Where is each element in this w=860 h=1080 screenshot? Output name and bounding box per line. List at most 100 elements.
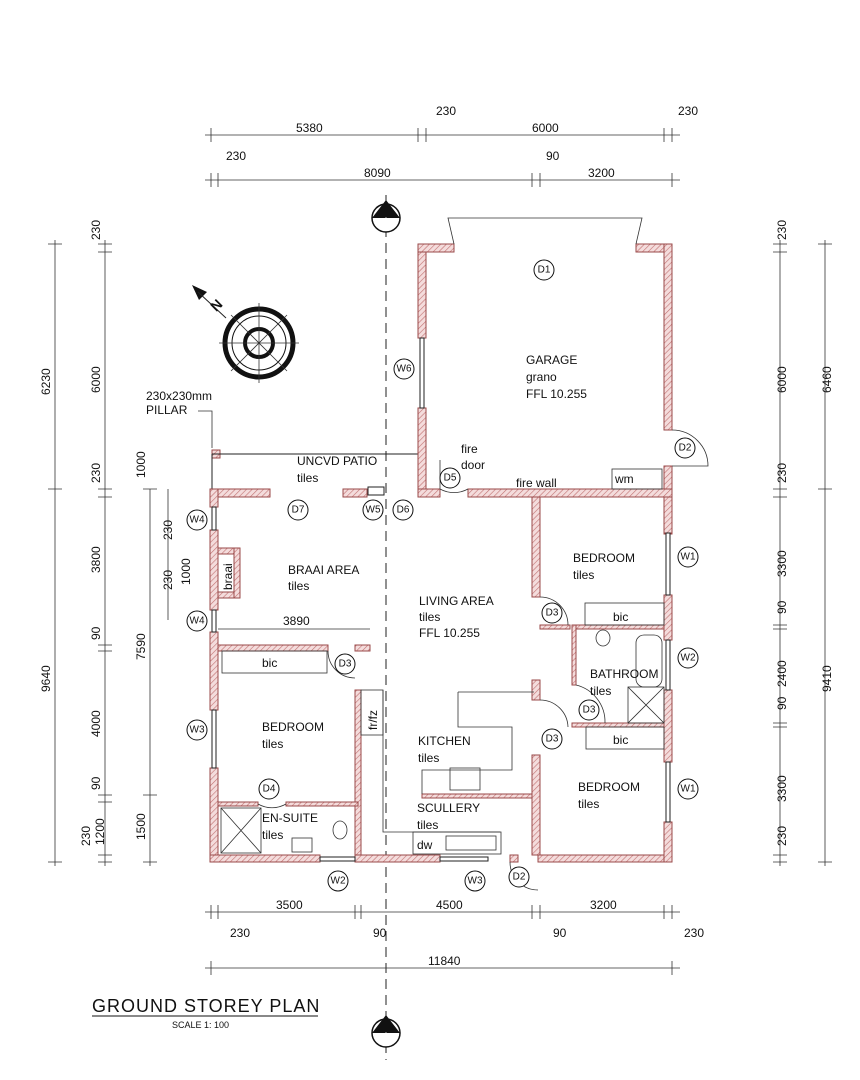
door-window-tag: W2 [681, 653, 696, 664]
plan-notes: fire door fire wall wm bic bic bic braai… [221, 442, 634, 852]
tag-circle [186, 509, 208, 531]
patio-outline [211, 449, 418, 489]
dim-label: 230 [89, 463, 103, 483]
patio-finish: tiles [297, 471, 318, 485]
living-area-finish: tiles [419, 610, 440, 624]
compass-rose-icon [219, 303, 299, 383]
dim-3890: 3890 [283, 614, 310, 628]
dim-label: 3200 [590, 898, 617, 912]
dim-label: 5380 [296, 121, 323, 135]
door-window-tag: D5 [444, 473, 457, 484]
tag-circle [186, 610, 208, 632]
fittings [218, 468, 665, 855]
dim-label: 90 [553, 926, 567, 940]
bedroom-ne-finish: tiles [573, 568, 594, 582]
door-window-tag: W2 [331, 876, 346, 887]
bathroom-name: BATHROOM [590, 667, 658, 681]
dim-label: 8090 [364, 166, 391, 180]
dim-label: 230 [775, 463, 789, 483]
door-window-tag: D3 [339, 659, 352, 670]
dim-label: 4000 [89, 710, 103, 737]
door-window-tag: W3 [190, 725, 205, 736]
plan-scale: SCALE 1: 100 [172, 1020, 229, 1030]
door-window-tag: D3 [546, 734, 559, 745]
door-window-tag: W4 [190, 616, 205, 627]
dim-label: 3500 [276, 898, 303, 912]
dim-label: 6230 [39, 368, 53, 395]
fire-door-note: fire [461, 442, 478, 456]
bedroom-ne-name: BEDROOM [573, 551, 635, 565]
living-area-ffl: FFL 10.255 [419, 626, 480, 640]
dim-label: 230 [684, 926, 704, 940]
tag-circle [258, 778, 280, 800]
door-window-tag: W4 [190, 515, 205, 526]
door-window-tag: W1 [681, 552, 696, 563]
washing-machine-note: wm [614, 472, 634, 486]
dim-label: 230 [230, 926, 250, 940]
svg-text:N: N [207, 296, 225, 314]
patio-name: UNCVD PATIO [297, 454, 377, 468]
door-window-tag: D7 [292, 505, 305, 516]
door-window-tag: W3 [468, 876, 483, 887]
tag-circle [674, 437, 696, 459]
tag-circle [533, 259, 555, 281]
dim-label: 6000 [775, 366, 789, 393]
garage-finish: grano [526, 370, 557, 384]
door-window-tag: D2 [513, 872, 526, 883]
door-window-tag: D2 [679, 443, 692, 454]
dim-label: 90 [89, 776, 103, 790]
tag-circle [578, 699, 600, 721]
bedroom-w-name: BEDROOM [262, 720, 324, 734]
section-marker-top: A [371, 200, 401, 233]
bedroom-se-name: BEDROOM [578, 780, 640, 794]
tag-circle [392, 499, 414, 521]
dim-label: 3200 [588, 166, 615, 180]
scullery-finish: tiles [417, 818, 438, 832]
scullery-name: SCULLERY [417, 801, 480, 815]
kitchen-name: KITCHEN [418, 734, 471, 748]
dim-label: 4500 [436, 898, 463, 912]
door-window-tag: W6 [397, 364, 412, 375]
section-marker-bottom: A [371, 1015, 401, 1048]
dim-label: 1500 [134, 813, 148, 840]
door-window-tag: D3 [546, 608, 559, 619]
bic-ne: bic [613, 610, 628, 624]
dim-label: 6000 [89, 366, 103, 393]
pillar-size-note: 230x230mm [146, 389, 212, 403]
dim-label: 230 [226, 149, 246, 163]
dim-label: 230 [161, 570, 175, 590]
plan-title: GROUND STOREY PLAN [92, 996, 320, 1016]
bedroom-se-finish: tiles [578, 797, 599, 811]
dim-label: 3800 [89, 546, 103, 573]
tag-circle [677, 778, 699, 800]
tag-circle [464, 870, 486, 892]
dishwasher-note: dw [417, 838, 433, 852]
living-area-name: LIVING AREA [419, 594, 494, 608]
tag-circle [186, 719, 208, 741]
dim-label: 6000 [532, 121, 559, 135]
fire-wall-note: fire wall [516, 476, 557, 490]
dim-label: 230 [89, 220, 103, 240]
tag-circle [287, 499, 309, 521]
tag-circle [327, 870, 349, 892]
room-labels: GARAGE grano FFL 10.255 UNCVD PATIO tile… [262, 353, 658, 842]
dim-label: 230 [678, 104, 698, 118]
braai-note: braai [221, 563, 235, 590]
ensuite-finish: tiles [262, 828, 283, 842]
walls [209, 243, 673, 863]
dim-label: 9410 [820, 665, 834, 692]
bic-se: bic [613, 733, 628, 747]
fridge-freezer-note: fr/fz [366, 710, 380, 730]
dim-label: 90 [89, 626, 103, 640]
dim-label: 1200 [93, 818, 107, 845]
door-window-tag: W1 [681, 784, 696, 795]
tag-circle [541, 602, 563, 624]
tag-circle [677, 647, 699, 669]
bathroom-finish: tiles [590, 684, 611, 698]
bedroom-w-finish: tiles [262, 737, 283, 751]
dim-label: 90 [775, 696, 789, 710]
door-window-tag: D6 [397, 505, 410, 516]
svg-text:A: A [383, 217, 390, 228]
ensuite-name: EN-SUITE [262, 811, 318, 825]
